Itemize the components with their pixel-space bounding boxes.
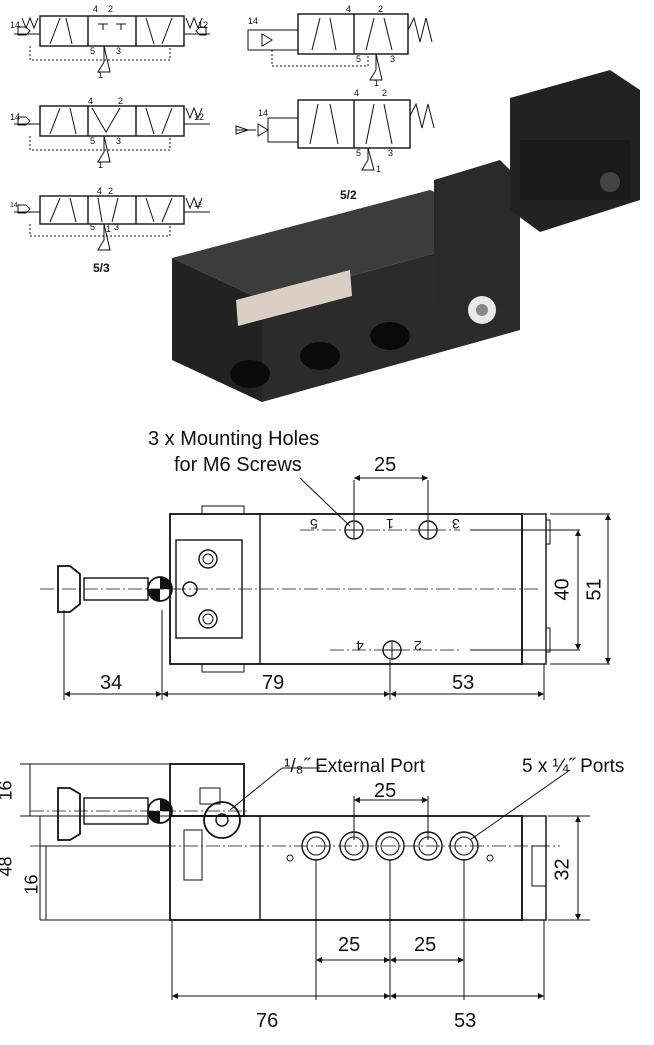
sym2-port-3: 3: [116, 136, 122, 146]
sym1-port-14: 14: [10, 20, 21, 30]
sym3-port-1: 1: [106, 224, 112, 234]
side-view: [20, 763, 590, 1000]
sym2-port-4: 4: [88, 96, 94, 106]
sym3-port-5: 5: [90, 222, 96, 232]
mounting-holes-label-line1: 3 x Mounting Holes: [148, 428, 320, 450]
valve-symbol-3: [14, 195, 210, 251]
external-port-label: ¹/₈˝ External Port: [284, 756, 425, 777]
label-5-2: 5/2: [340, 188, 357, 202]
valve-symbol-5: [235, 99, 435, 171]
mounting-holes-label-line2: for M6 Screws: [174, 454, 302, 476]
top-view: [40, 475, 611, 700]
sym2-port-14: 14: [10, 112, 21, 122]
label-5-3: 5/3: [93, 261, 110, 275]
top-dim-51: 51: [583, 578, 606, 601]
top-port-1: 1: [386, 516, 394, 532]
side-dim-32: 32: [551, 858, 574, 881]
sym1-port-3: 3: [116, 46, 122, 56]
sym2-port-1: 1: [98, 160, 104, 170]
sym5-port-14: 14: [258, 108, 269, 118]
sym2-port-2: 2: [118, 96, 124, 106]
sym4-port-5: 5: [356, 54, 362, 64]
ports-label: 5 x ¼˝ Ports: [522, 756, 625, 777]
sym3-port-2: 2: [108, 186, 114, 196]
top-dim-79: 79: [262, 672, 285, 694]
sym5-port-2: 2: [382, 88, 388, 98]
side-dim-25-top: 25: [374, 780, 397, 802]
sym3-port-3: 3: [114, 222, 120, 232]
sym4-port-14: 14: [248, 16, 259, 26]
side-dim-76: 76: [256, 1010, 279, 1032]
sym4-port-2: 2: [378, 4, 384, 14]
top-dim-34: 34: [100, 672, 123, 694]
sym2-port-12: 12: [194, 112, 205, 122]
sym4-port-4: 4: [346, 4, 352, 14]
sym4-port-3: 3: [390, 54, 396, 64]
sym2-port-5: 5: [90, 136, 96, 146]
top-port-2: 2: [414, 638, 422, 654]
sym1-port-2: 2: [108, 4, 114, 14]
top-dim-40: 40: [551, 578, 574, 601]
sym1-port-1: 1: [98, 70, 104, 80]
valve-photo: [172, 70, 640, 402]
sym1-port-4: 4: [93, 4, 99, 14]
sym1-port-5: 5: [90, 46, 96, 56]
sym5-port-5: 5: [356, 148, 362, 158]
sym3-port-14: 14: [10, 202, 18, 209]
top-dim-25: 25: [374, 454, 397, 476]
sym5-port-4: 4: [354, 88, 360, 98]
valve-symbol-4: [247, 13, 433, 81]
sym5-port-1: 1: [376, 164, 382, 174]
side-dim-53: 53: [454, 1010, 477, 1032]
top-dim-53: 53: [452, 672, 475, 694]
side-dim-25-b: 25: [414, 934, 437, 956]
valve-symbol-1: [14, 15, 210, 73]
sym3-port-4: 4: [97, 186, 103, 196]
top-port-5: 5: [310, 516, 318, 532]
side-dim-25-a: 25: [338, 934, 361, 956]
sym5-port-3: 3: [388, 148, 394, 158]
top-port-4: 4: [356, 638, 364, 654]
top-port-3: 3: [452, 516, 460, 532]
sym3-port-12: 12: [194, 202, 202, 209]
side-dim-48: 48: [0, 856, 16, 877]
sym4-port-1: 1: [374, 78, 380, 88]
side-dim-16-bottom: 16: [21, 874, 42, 895]
side-dim-16-top: 16: [0, 780, 16, 801]
valve-symbol-2: [14, 105, 210, 163]
sym1-port-12: 12: [198, 20, 209, 30]
